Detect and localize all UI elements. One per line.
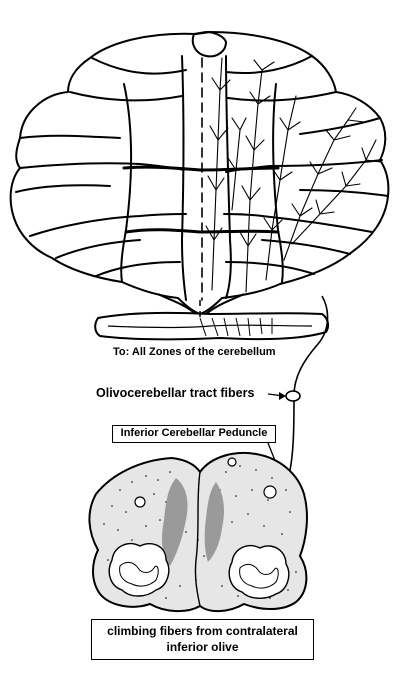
folium-line bbox=[225, 55, 313, 75]
folium-line bbox=[15, 184, 111, 193]
olive-fold bbox=[119, 561, 159, 587]
tract-pointer-arrowhead bbox=[279, 392, 286, 400]
cerebellum-outline bbox=[9, 31, 390, 315]
folium-line bbox=[225, 261, 315, 275]
paravermis-boundary bbox=[120, 83, 133, 283]
folium-line bbox=[91, 57, 187, 75]
medulla-nucleus bbox=[134, 496, 146, 508]
folium-line bbox=[19, 134, 121, 139]
folium-line bbox=[29, 213, 187, 237]
vermis-top-lobule bbox=[191, 31, 227, 58]
folium-line bbox=[261, 239, 351, 255]
folium-line bbox=[227, 91, 337, 102]
medulla-dark-region bbox=[204, 482, 224, 562]
folium-line bbox=[69, 91, 183, 102]
peduncle-label: Inferior Cerebellar Peduncle bbox=[120, 427, 268, 439]
paravermis-boundary bbox=[181, 55, 187, 301]
olive-fold bbox=[239, 563, 279, 589]
climbing-fibers-label-line1: climbing fibers from contralateral bbox=[107, 624, 298, 638]
folium-line bbox=[223, 213, 373, 233]
vermis-band bbox=[124, 228, 280, 234]
folium-line bbox=[55, 239, 141, 259]
tract-fibers-label: Olivocerebellar tract fibers bbox=[96, 386, 255, 400]
vermis-band bbox=[122, 165, 280, 172]
to-all-zones-label: To: All Zones of the cerebellum bbox=[113, 346, 276, 358]
flocculonodular-lobe bbox=[94, 311, 330, 341]
paravermis-boundary bbox=[225, 55, 232, 299]
medulla-section bbox=[88, 452, 308, 612]
cerebellum-drawing bbox=[9, 31, 390, 315]
medulla-dark-region bbox=[162, 478, 188, 566]
folium-line bbox=[95, 261, 181, 277]
medulla-midline bbox=[194, 471, 201, 607]
peduncle-label-box: Inferior Cerebellar Peduncle bbox=[112, 425, 276, 443]
medulla-nucleus bbox=[263, 485, 277, 499]
climbing-fiber-arbors bbox=[205, 57, 381, 293]
climbing-fibers-label-box: climbing fibers from contralateral infer… bbox=[91, 619, 314, 660]
nodulus-region bbox=[157, 293, 245, 320]
medulla-nucleus bbox=[227, 457, 237, 467]
paravermis-boundary bbox=[272, 83, 284, 283]
folium-line bbox=[299, 189, 389, 197]
tract-marker-ellipse bbox=[285, 390, 301, 402]
climbing-fibers-label-line2: inferior olive bbox=[166, 640, 239, 654]
